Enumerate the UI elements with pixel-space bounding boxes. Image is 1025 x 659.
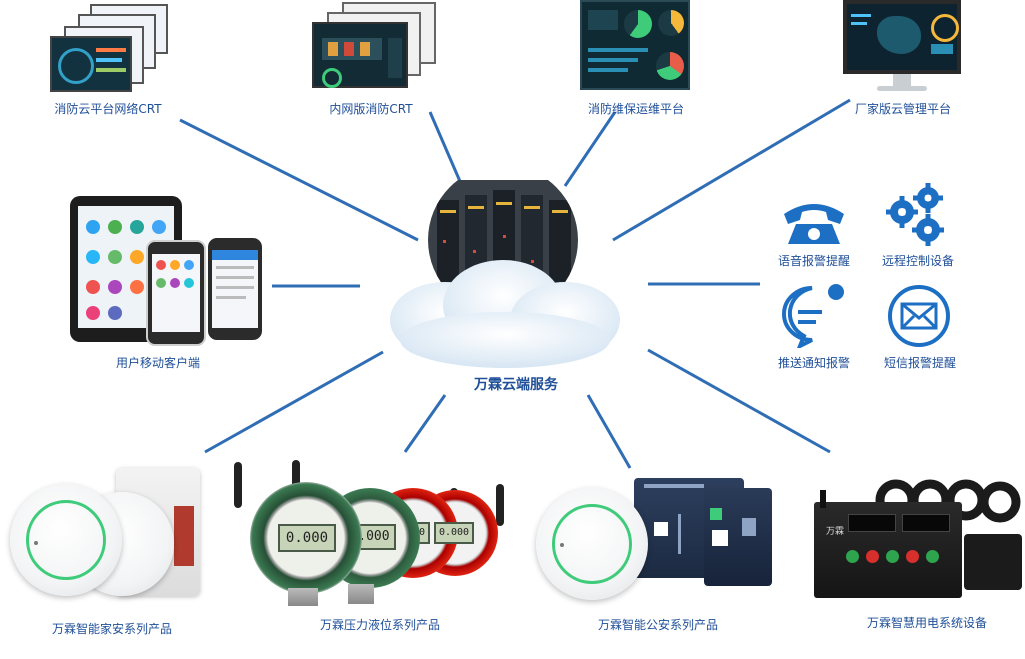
cloud-crt-screens — [50, 4, 170, 94]
right-label-3: 推送通知报警 — [777, 356, 851, 370]
top-label-3: 消防维保运维平台 — [587, 102, 685, 116]
top-label-4: 厂家版云管理平台 — [854, 102, 952, 116]
right-label-1: 语音报警提醒 — [777, 254, 851, 268]
right-label-4: 短信报警提醒 — [883, 356, 957, 370]
gears-icon — [886, 182, 948, 248]
line-top-4 — [612, 98, 851, 242]
pressure-level-gauges: 0.000 0.000 0.000 0.000 — [228, 460, 508, 610]
line-bottom-3 — [586, 394, 632, 469]
bottom-label-1: 万霖智能家安系列产品 — [51, 622, 173, 636]
cloud-service — [385, 180, 625, 380]
smart-electricity-devices: 万霖 — [814, 476, 1024, 600]
telephone-icon — [778, 196, 850, 248]
line-top-3 — [563, 111, 617, 187]
device-brand: 万霖 — [826, 527, 845, 537]
bottom-label-3: 万霖智能公安系列产品 — [597, 618, 719, 632]
line-bottom-1 — [204, 350, 384, 454]
envelope-icon — [886, 284, 952, 348]
right-label-2: 远程控制设备 — [881, 254, 955, 268]
mobile-client-devices — [70, 196, 270, 346]
line-bottom-4 — [647, 348, 831, 454]
vendor-cloud-monitor — [843, 0, 963, 96]
cloud-server-illustration — [390, 180, 620, 368]
line-bottom-2 — [403, 394, 447, 453]
bottom-label-2: 万霖压力液位系列产品 — [319, 618, 441, 632]
home-security-products — [8, 462, 208, 612]
gauge-lcd-1: 0.000 — [278, 524, 336, 552]
line-top-2 — [428, 111, 464, 187]
intranet-crt-screens — [312, 2, 437, 92]
gauge-lcd-4: 0.000 — [434, 522, 474, 544]
center-label: 万霖云端服务 — [474, 377, 558, 393]
public-security-products — [534, 478, 774, 612]
maintenance-platform-screen — [580, 0, 692, 92]
top-label-2: 内网版消防CRT — [329, 102, 413, 116]
line-top-1 — [179, 118, 419, 242]
bottom-label-4: 万霖智慧用电系统设备 — [866, 616, 988, 630]
chat-bubble-icon — [778, 282, 848, 351]
top-label-1: 消防云平台网络CRT — [54, 102, 162, 116]
left-label: 用户移动客户端 — [115, 356, 201, 370]
